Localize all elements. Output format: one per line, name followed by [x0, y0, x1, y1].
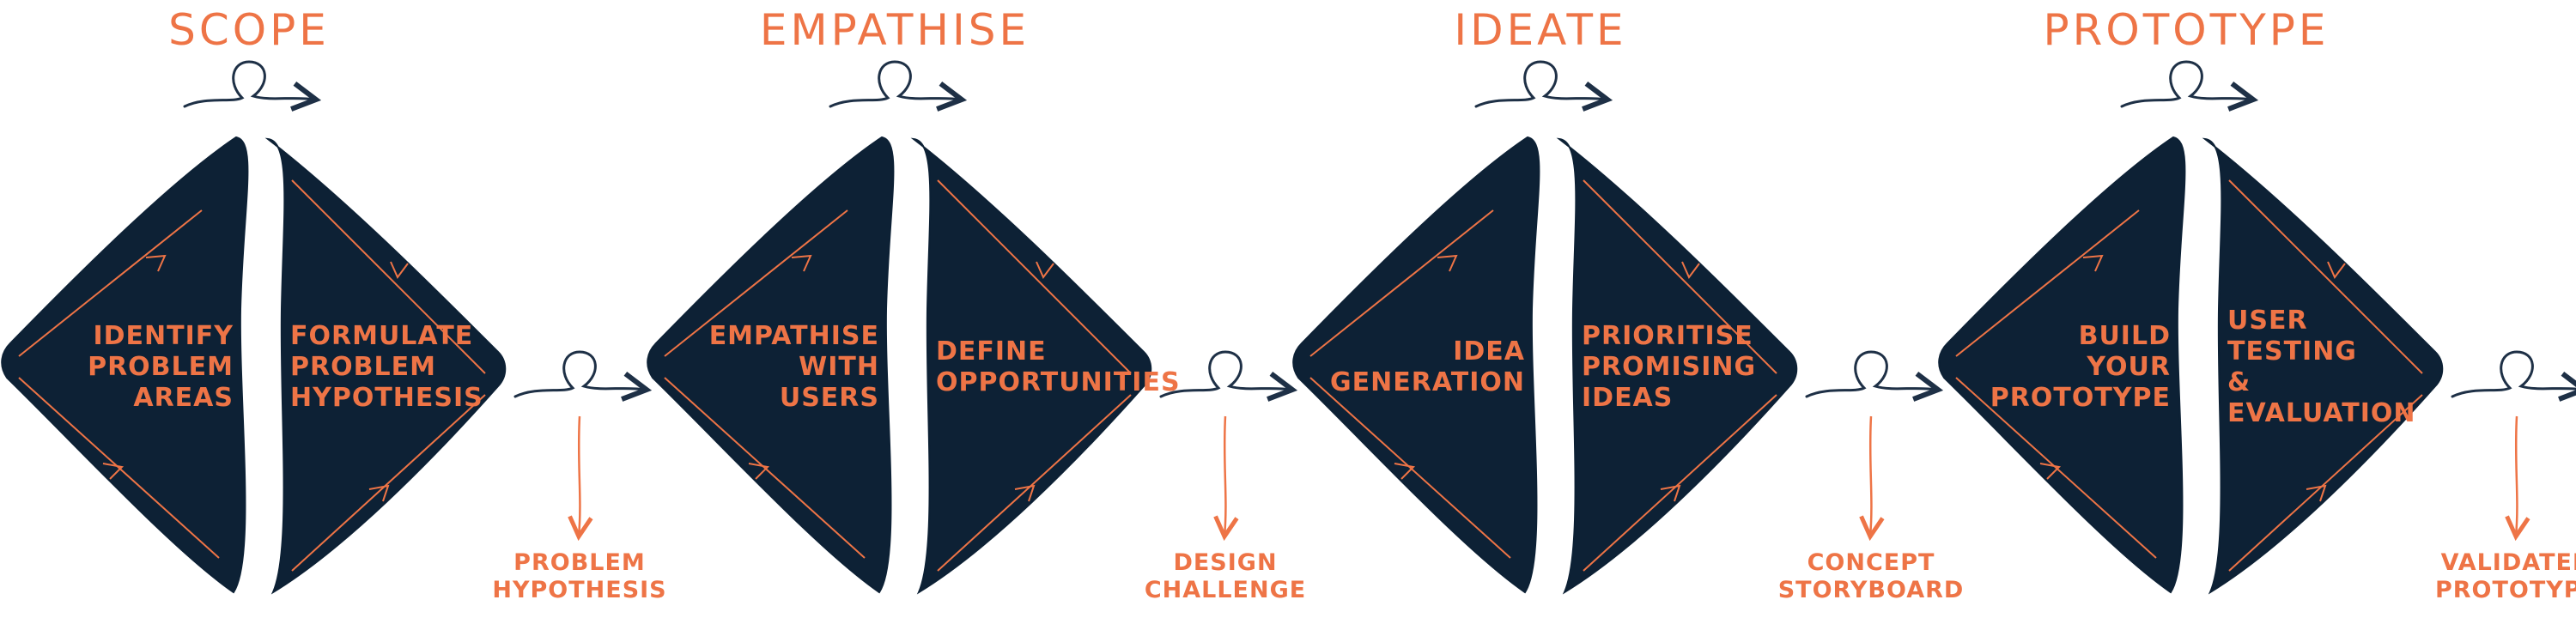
arrow-diverge-up	[18, 209, 203, 357]
diamond-right-label: DEFINE OPPORTUNITIES	[936, 336, 1181, 397]
loop-arrow-icon	[829, 60, 962, 106]
loop-arrow-icon	[2120, 60, 2253, 106]
arrow-converge-up	[937, 394, 1132, 572]
arrow-converge-up	[2228, 394, 2423, 572]
stage-1	[1, 60, 647, 595]
diamond-right-half	[2202, 137, 2444, 595]
arrowhead-down-icon	[1394, 463, 1416, 480]
arrow-converge-down	[1583, 179, 1777, 374]
arrowhead-down-icon	[748, 463, 770, 480]
down-arrow-icon	[2516, 415, 2517, 536]
loop-arrow-icon	[183, 60, 316, 106]
stage-output-label: CONCEPT STORYBOARD	[1777, 549, 1965, 603]
arrow-converge-down	[291, 179, 486, 374]
arrowhead-right-icon	[390, 261, 409, 279]
stage-4	[1938, 60, 2576, 595]
diamond-left-label: IDEA GENERATION	[1330, 336, 1525, 397]
loop-arrow-icon	[1474, 60, 1607, 106]
arrow-converge-up	[1583, 394, 1777, 572]
arrowhead-right-icon	[1681, 261, 1700, 279]
loop-arrow-icon	[1805, 350, 1938, 397]
diamond-right-half	[910, 137, 1152, 595]
arrowhead-up-icon	[145, 254, 167, 272]
arrowhead-right-icon	[1036, 261, 1054, 279]
arrowhead-right-up-icon	[1014, 484, 1036, 502]
diamond-left-half	[1292, 136, 1540, 594]
diamond-right-half	[264, 137, 507, 595]
arrow-diverge-up	[664, 209, 848, 357]
loop-arrow-icon	[1159, 350, 1292, 397]
arrowhead-right-up-icon	[1660, 484, 1681, 502]
stage-title: EMPATHISE	[759, 5, 1030, 55]
arrowhead-up-icon	[791, 254, 812, 272]
arrowhead-up-icon	[2082, 254, 2104, 272]
stage-output-label: PROBLEM HYPOTHESIS	[492, 549, 667, 603]
arrowhead-down-icon	[2039, 463, 2062, 480]
loop-arrow-icon	[2451, 350, 2576, 397]
arrow-diverge-up	[1955, 209, 2140, 357]
diamond-left-half	[647, 136, 895, 594]
stage-2	[647, 60, 1292, 595]
diamond-right-label: USER TESTING & EVALUATION	[2227, 306, 2416, 428]
arrow-diverge-down	[18, 377, 220, 559]
stage-3	[1292, 60, 1938, 595]
down-arrow-icon	[579, 415, 580, 536]
arrow-converge-up	[291, 394, 486, 572]
arrow-diverge-down	[1309, 377, 1511, 559]
diamond-left-label: IDENTIFY PROBLEM AREAS	[88, 321, 234, 413]
arrow-diverge-up	[1309, 209, 1494, 357]
diamond-right-label: FORMULATE PROBLEM HYPOTHESIS	[290, 321, 483, 413]
arrowhead-right-up-icon	[2306, 484, 2327, 502]
arrowhead-up-icon	[1437, 254, 1458, 272]
diamond-left-label: EMPATHISE WITH USERS	[708, 321, 879, 413]
arrowhead-right-up-icon	[368, 484, 390, 502]
arrowhead-down-icon	[102, 463, 125, 480]
arrow-diverge-down	[1955, 377, 2157, 559]
arrow-converge-down	[937, 179, 1132, 374]
diamond-right-label: PRIORITISE PROMISING IDEAS	[1582, 321, 1757, 413]
diamond-left-half	[1, 136, 249, 594]
arrow-diverge-down	[664, 377, 866, 559]
loop-arrow-icon	[513, 350, 647, 397]
arrow-converge-down	[2228, 179, 2423, 374]
stage-output-label: DESIGN CHALLENGE	[1144, 549, 1307, 603]
down-arrow-icon	[1224, 415, 1225, 536]
down-arrow-icon	[1870, 415, 1871, 536]
diamond-right-half	[1556, 137, 1798, 595]
stage-title: PROTOTYPE	[2043, 5, 2330, 55]
stage-title: SCOPE	[168, 5, 330, 55]
diamond-left-half	[1938, 136, 2186, 594]
stage-title: IDEATE	[1454, 5, 1627, 55]
diamond-left-label: BUILD YOUR PROTOTYPE	[1990, 321, 2171, 413]
arrowhead-right-icon	[2327, 261, 2346, 279]
stage-output-label: VALIDATED PROTOTYPE	[2434, 549, 2576, 603]
